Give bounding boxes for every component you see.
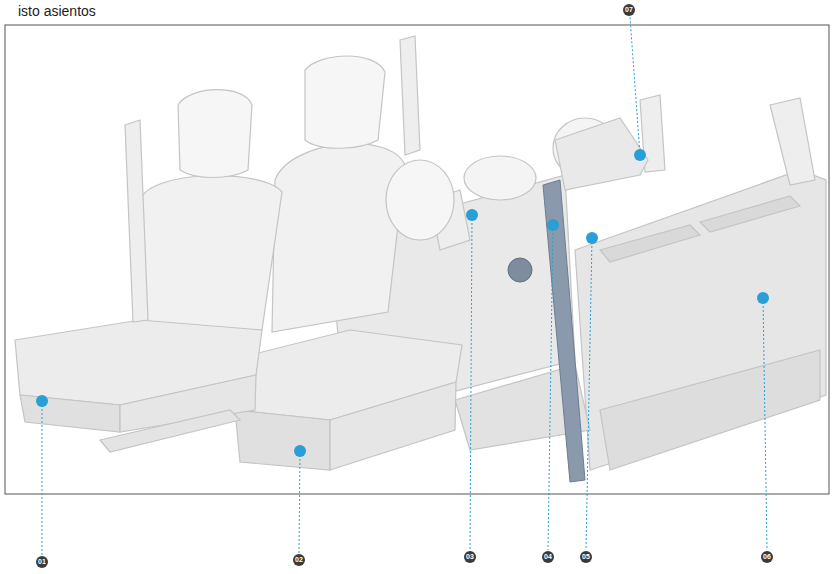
callout-number: 07 [623,4,635,16]
callout-number: 06 [761,551,773,563]
callout-number: 02 [293,554,305,566]
callout-number: 03 [464,551,476,563]
callout-number: 05 [580,551,592,563]
callout-number: 04 [542,551,554,563]
callout-number: 01 [36,556,48,568]
heading-text: isto asientos [18,3,96,19]
